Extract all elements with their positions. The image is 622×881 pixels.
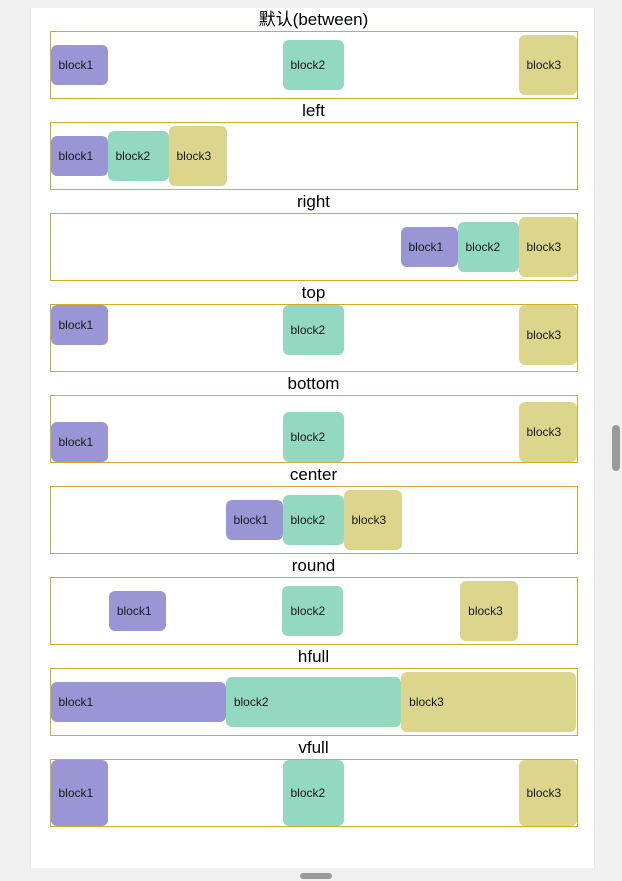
horizontal-scrollbar-track[interactable] [0,869,622,881]
section-title: left [302,101,325,120]
section-title: bottom [287,374,340,393]
demo-section-top: top block1 block2 block3 [31,281,596,372]
flex-item-block1: block1 [50,682,226,722]
section-title: top [301,283,326,302]
section-title: 默认(between) [258,10,369,29]
flex-item-block2: block2 [282,495,344,545]
flex-item-block3: block3 [460,581,519,641]
flex-item-block2: block2 [282,760,344,826]
section-title: hfull [297,647,330,666]
flex-item-block3: block3 [518,305,577,365]
section-title: vfull [298,738,329,757]
vertical-scrollbar-thumb[interactable] [612,425,620,471]
demo-section-vfull: vfull block1 block2 block3 [31,736,596,827]
flex-item-block2: block2 [225,677,402,727]
flex-item-block3: block3 [518,402,577,462]
flex-item-block1: block1 [225,500,283,540]
flex-item-block3: block3 [518,760,577,826]
section-title: right [296,192,331,211]
flex-item-block2: block2 [282,40,344,90]
flex-container-between: block1 block2 block3 [49,31,578,99]
flex-item-block1: block1 [50,305,108,345]
flex-container-bottom: block1 block2 block3 [49,395,578,463]
section-title: round [291,556,336,575]
flex-item-block1: block1 [50,760,108,826]
demo-section-round: round block1 block2 block3 [31,554,596,645]
flex-item-block3: block3 [168,126,227,186]
flex-item-block1: block1 [50,45,108,85]
flex-item-block1: block1 [400,227,458,267]
flex-item-block2: block2 [282,305,344,355]
flex-item-block3: block3 [343,490,402,550]
flex-item-block2: block2 [282,586,344,636]
flex-item-block3: block3 [518,217,577,277]
flex-item-block3: block3 [401,672,577,732]
flex-item-block3: block3 [518,35,577,95]
section-title: center [289,465,338,484]
flex-container-vfull: block1 block2 block3 [49,759,578,827]
flex-item-block2: block2 [457,222,519,272]
flex-item-block1: block1 [50,422,108,462]
horizontal-scrollbar-thumb[interactable] [300,873,332,879]
demo-section-bottom: bottom block1 block2 block3 [31,372,596,463]
flex-item-block1: block1 [50,136,108,176]
flex-item-block1: block1 [108,591,166,631]
vertical-scrollbar-track[interactable] [607,0,622,870]
flex-item-block2: block2 [282,412,344,462]
flex-item-block2: block2 [107,131,169,181]
flex-container-top: block1 block2 block3 [49,304,578,372]
demo-section-between: 默认(between) block1 block2 block3 [31,8,596,99]
flex-container-round: block1 block2 block3 [49,577,578,645]
